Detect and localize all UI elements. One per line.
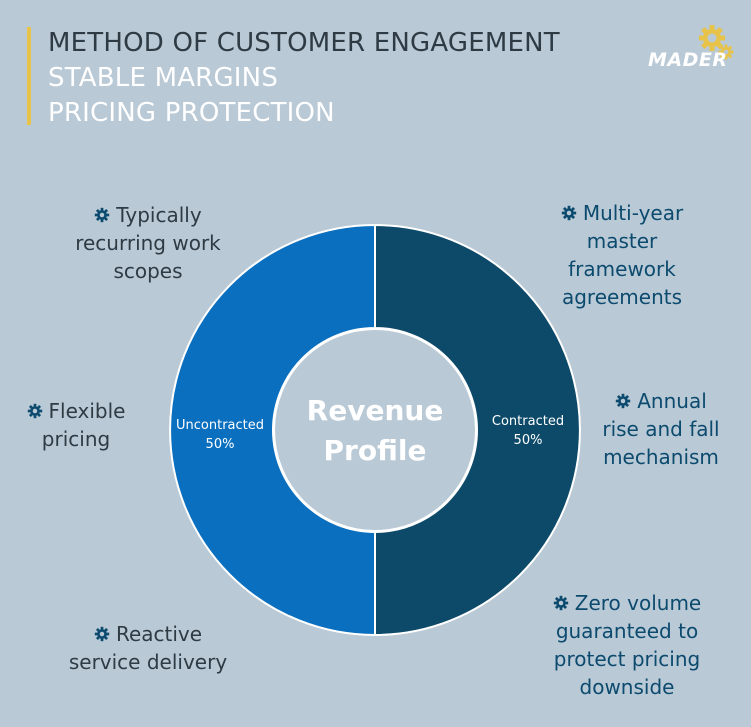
slice-label-contracted: Contracted (492, 414, 564, 429)
note-line: Flexible (0, 397, 196, 425)
note-line: Reactive (28, 620, 268, 648)
note-line: recurring work (75, 231, 221, 255)
header-title: METHOD OF CUSTOMER ENGAGEMENT (48, 28, 560, 58)
note-line: agreements (561, 285, 683, 309)
note-line: mechanism (603, 445, 719, 469)
note-line: Typically (28, 201, 268, 229)
slice-value-uncontracted: 50% (206, 437, 235, 452)
note-line: framework (568, 257, 676, 281)
note-line: pricing (41, 427, 111, 451)
note-line: Zero volume (507, 589, 747, 617)
chart-title-line: Revenue (307, 394, 444, 427)
note-line: guaranteed to (555, 619, 699, 643)
note-line: master (586, 229, 658, 253)
gear-icon (616, 393, 631, 409)
slice-label-uncontracted: Uncontracted (176, 418, 264, 433)
note-line: protect pricing (553, 647, 701, 671)
note-line: scopes (113, 259, 183, 283)
donut-center (273, 328, 477, 532)
chart-title-line: Profile (324, 434, 427, 467)
gear-icon (553, 595, 568, 611)
note-line: Multi-year (502, 199, 742, 227)
header-subtitle-2: PRICING PROTECTION (48, 98, 335, 128)
note-line: rise and fall (602, 417, 720, 441)
gear-icon (699, 25, 734, 60)
header-accent-bar (27, 27, 31, 125)
gear-icon (27, 403, 42, 419)
logo-wordmark: MADER (648, 49, 728, 71)
header-subtitle-1: STABLE MARGINS (48, 63, 279, 93)
note-line: downside (579, 675, 675, 699)
slice-value-contracted: 50% (514, 433, 543, 448)
gear-icon (95, 207, 110, 223)
note-line: service delivery (68, 650, 228, 674)
gear-icon (94, 626, 110, 642)
note-line: Annual (541, 387, 751, 415)
gear-icon (561, 205, 577, 221)
